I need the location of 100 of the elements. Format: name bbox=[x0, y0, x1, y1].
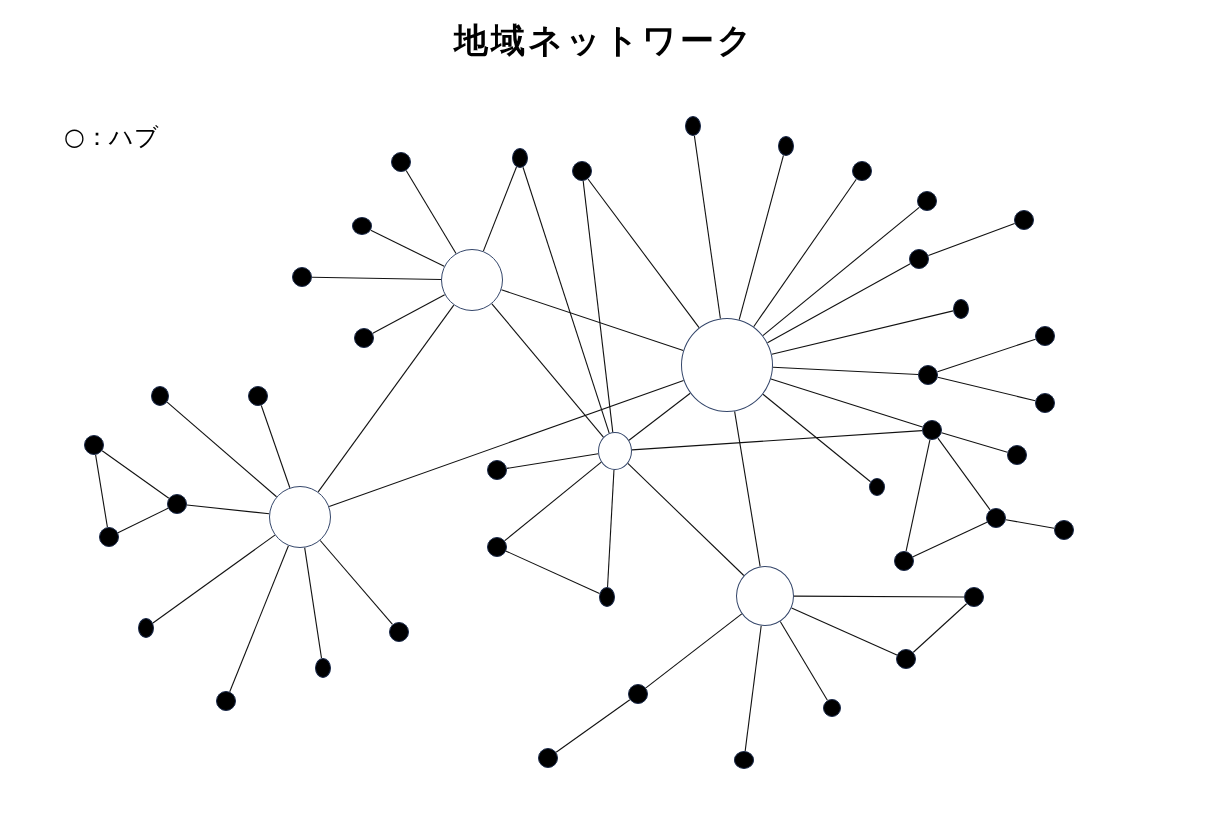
node-dot bbox=[599, 587, 615, 607]
connector-line bbox=[753, 178, 857, 328]
connector-line bbox=[771, 310, 954, 355]
connector-line bbox=[791, 607, 898, 656]
node-dot bbox=[869, 478, 885, 496]
node-dot bbox=[894, 551, 914, 571]
connector-line bbox=[117, 507, 169, 534]
connector-line bbox=[936, 338, 1037, 373]
connector-line bbox=[734, 410, 761, 567]
connector-line bbox=[229, 545, 289, 693]
connector-line bbox=[927, 222, 1016, 257]
hub-circle bbox=[269, 486, 331, 548]
node-dot bbox=[512, 148, 528, 168]
node-dot bbox=[354, 328, 374, 348]
connector-line bbox=[152, 534, 276, 624]
connector-line bbox=[505, 550, 601, 595]
connector-line bbox=[500, 289, 684, 351]
connector-line bbox=[912, 603, 968, 653]
node-dot bbox=[138, 618, 154, 638]
connector-line bbox=[779, 620, 828, 701]
connector-line bbox=[1005, 519, 1055, 529]
node-dot bbox=[909, 249, 929, 269]
node-dot bbox=[216, 691, 236, 711]
connector-line bbox=[582, 180, 614, 433]
node-dot bbox=[628, 684, 648, 704]
connector-line bbox=[311, 276, 442, 280]
connector-line bbox=[762, 393, 872, 483]
connector-line bbox=[555, 699, 631, 753]
node-dot bbox=[99, 527, 119, 547]
node-dot bbox=[986, 508, 1006, 528]
connector-line bbox=[506, 453, 599, 469]
connector-line bbox=[328, 379, 685, 508]
node-dot bbox=[151, 386, 169, 406]
node-dot bbox=[1014, 210, 1034, 230]
node-dot bbox=[953, 299, 969, 319]
node-dot bbox=[352, 217, 372, 235]
hub-circle bbox=[736, 566, 794, 626]
connector-line bbox=[95, 454, 108, 528]
node-dot bbox=[778, 136, 794, 156]
connector-line bbox=[101, 450, 170, 499]
node-dot bbox=[964, 587, 984, 607]
node-dot bbox=[734, 751, 754, 769]
connector-line bbox=[772, 366, 919, 376]
node-dot bbox=[852, 161, 872, 181]
node-dot bbox=[917, 191, 937, 211]
legend-text: ○：ハブ bbox=[64, 122, 159, 153]
node-dot bbox=[823, 699, 841, 717]
node-dot bbox=[572, 161, 592, 181]
connector-line bbox=[941, 432, 1008, 453]
hub-circle bbox=[598, 432, 632, 470]
connector-line bbox=[482, 166, 517, 252]
node-dot bbox=[84, 435, 104, 455]
hub-circle bbox=[441, 249, 503, 311]
node-dot bbox=[389, 622, 409, 642]
connector-line bbox=[631, 430, 923, 451]
connector-line bbox=[645, 613, 743, 689]
connector-line bbox=[905, 439, 931, 552]
node-dot bbox=[315, 658, 331, 678]
connector-line bbox=[937, 437, 991, 511]
node-dot bbox=[391, 152, 411, 172]
node-dot bbox=[1007, 445, 1027, 465]
connector-line bbox=[762, 206, 920, 337]
connector-line bbox=[793, 595, 965, 598]
connector-line bbox=[627, 462, 745, 577]
connector-line bbox=[304, 547, 323, 659]
node-dot bbox=[538, 748, 558, 768]
connector-line bbox=[405, 170, 457, 254]
connector-line bbox=[937, 376, 1036, 402]
node-dot bbox=[487, 460, 507, 480]
connector-line bbox=[738, 154, 784, 321]
connector-line bbox=[912, 521, 988, 558]
connector-line bbox=[166, 401, 278, 498]
connector-line bbox=[319, 539, 394, 625]
connector-line bbox=[372, 294, 446, 334]
title: 地域ネットワーク bbox=[453, 20, 755, 60]
connector-line bbox=[693, 135, 721, 320]
connector-line bbox=[504, 461, 602, 542]
connector-line bbox=[317, 304, 455, 493]
connector-line bbox=[491, 303, 604, 438]
node-dot bbox=[292, 267, 312, 287]
node-dot bbox=[487, 537, 507, 557]
node-dot bbox=[1035, 393, 1055, 413]
connector-line bbox=[260, 404, 291, 489]
node-dot bbox=[918, 365, 938, 385]
connector-line bbox=[607, 469, 615, 588]
node-dot bbox=[896, 649, 916, 669]
connector-line bbox=[522, 166, 610, 434]
node-dot bbox=[1054, 520, 1074, 540]
node-dot bbox=[922, 420, 942, 440]
node-dot bbox=[685, 116, 701, 136]
connector-line bbox=[587, 178, 700, 329]
connector-line bbox=[628, 392, 691, 441]
connector-line bbox=[770, 378, 923, 428]
connector-line bbox=[186, 504, 270, 515]
connector-line bbox=[766, 263, 911, 344]
node-dot bbox=[167, 494, 187, 514]
connector-line bbox=[370, 229, 445, 267]
node-dot bbox=[1035, 326, 1055, 346]
connector-line bbox=[744, 625, 762, 752]
node-dot bbox=[248, 386, 268, 406]
